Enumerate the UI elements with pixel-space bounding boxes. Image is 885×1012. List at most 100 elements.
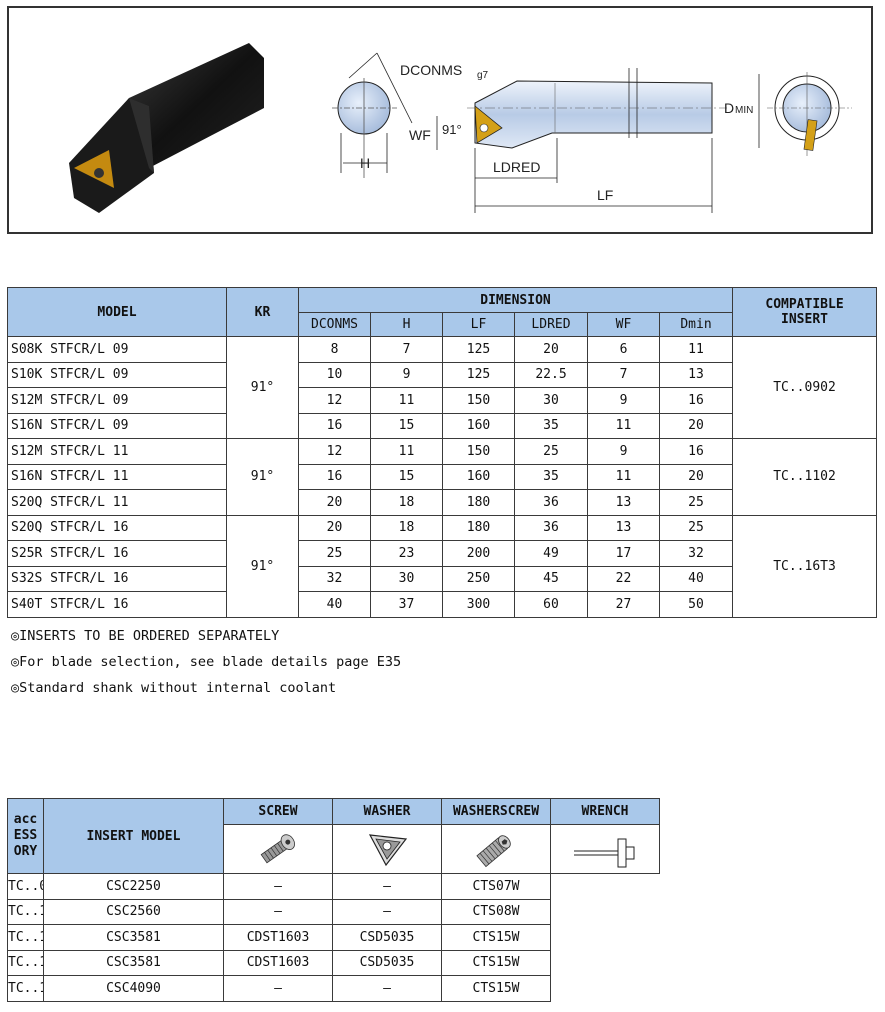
dmin-cell: 32 xyxy=(658,540,734,567)
wf-cell: 11 xyxy=(587,463,660,490)
washer-icon xyxy=(368,834,408,867)
compatible-insert-cell: TC..16T3 xyxy=(732,514,878,618)
kr-cell: 91° xyxy=(226,438,299,516)
label-dmin-sub: MIN xyxy=(735,105,753,116)
note-3: ◎Standard shank without internal coolant xyxy=(11,680,337,696)
insert-cell: TC..0902 xyxy=(7,873,44,900)
header-wrench: WRENCH xyxy=(550,798,660,825)
wf-cell: 6 xyxy=(587,336,660,363)
model-cell: S16N STFCR/L 09 xyxy=(7,412,227,439)
dconms-cell: 16 xyxy=(298,412,371,439)
washer-screw-icon xyxy=(476,835,511,868)
h-cell: 37 xyxy=(370,591,443,618)
dconms-cell: 8 xyxy=(298,336,371,363)
label-wf: WF xyxy=(409,127,431,143)
washer-cell: — xyxy=(223,898,333,925)
header-dimension: DIMENSION xyxy=(297,287,734,313)
wrench-cell: CTS07W xyxy=(441,873,551,900)
header-dconms: DCONMS xyxy=(298,312,371,337)
dmin-cell: 16 xyxy=(658,387,734,414)
model-cell: S40T STFCR/L 16 xyxy=(7,591,227,618)
h-cell: 11 xyxy=(370,438,443,465)
ldred-cell: 60 xyxy=(514,591,588,618)
label-dmin: D xyxy=(724,100,734,116)
header-h: H xyxy=(370,312,443,337)
label-dconms-sub: g7 xyxy=(477,70,489,81)
compatible-insert-cell: TC..1102 xyxy=(732,438,878,516)
ldred-cell: 35 xyxy=(514,412,588,439)
washerscrew-cell: — xyxy=(332,873,442,900)
header-kr: KR xyxy=(226,287,299,337)
h-cell: 7 xyxy=(370,336,443,363)
insert-cell: TC..16T3 xyxy=(7,975,44,1002)
h-cell: 18 xyxy=(370,489,443,516)
wf-cell: 11 xyxy=(587,412,660,439)
ldred-cell: 20 xyxy=(514,336,588,363)
lf-cell: 125 xyxy=(442,336,515,363)
h-cell: 30 xyxy=(370,565,443,592)
wrench-icon-cell xyxy=(550,824,660,874)
ldred-cell: 35 xyxy=(514,463,588,490)
note-2: ◎For blade selection, see blade details … xyxy=(11,654,402,670)
washer-cell: CDST1603 xyxy=(223,949,333,976)
accessory-row: TC..16T3(32dia)CSC3581CDST1603CSD5035CTS… xyxy=(7,924,660,951)
label-ldred: LDRED xyxy=(493,159,540,175)
h-cell: 18 xyxy=(370,514,443,541)
wf-cell: 13 xyxy=(587,489,660,516)
insert-cell: TC..16T3(40dia) xyxy=(7,949,44,976)
h-cell: 11 xyxy=(370,387,443,414)
model-cell: S12M STFCR/L 09 xyxy=(7,387,227,414)
dconms-cell: 25 xyxy=(298,540,371,567)
kr-cell: 91° xyxy=(226,336,299,439)
dmin-cell: 16 xyxy=(658,438,734,465)
lf-cell: 160 xyxy=(442,412,515,439)
wrench-cell: CTS15W xyxy=(441,924,551,951)
compatible-insert-cell: TC..0902 xyxy=(732,336,878,439)
h-cell: 23 xyxy=(370,540,443,567)
ldred-cell: 36 xyxy=(514,514,588,541)
boring-bar-photo xyxy=(69,43,264,213)
header-wf: WF xyxy=(587,312,660,337)
accessory-row: TC..16T3CSC4090——CTS15W xyxy=(7,975,660,1002)
lf-cell: 125 xyxy=(442,361,515,388)
screw-cell: CSC3581 xyxy=(43,949,224,976)
screw-cell: CSC3581 xyxy=(43,924,224,951)
dmin-cell: 25 xyxy=(658,489,734,516)
dconms-cell: 20 xyxy=(298,489,371,516)
label-lf: LF xyxy=(597,187,613,203)
washerscrew-cell: — xyxy=(332,898,442,925)
dconms-cell: 40 xyxy=(298,591,371,618)
wf-cell: 9 xyxy=(587,438,660,465)
h-cell: 9 xyxy=(370,361,443,388)
screw-cell: CSC2560 xyxy=(43,898,224,925)
ldred-cell: 22.5 xyxy=(514,361,588,388)
lf-cell: 250 xyxy=(442,565,515,592)
lf-cell: 160 xyxy=(442,463,515,490)
ldred-cell: 36 xyxy=(514,489,588,516)
dmin-cell: 50 xyxy=(658,591,734,618)
dmin-cell: 20 xyxy=(658,463,734,490)
wrench-cell: CTS15W xyxy=(441,975,551,1002)
wf-cell: 9 xyxy=(587,387,660,414)
lf-cell: 180 xyxy=(442,514,515,541)
header-ldred: LDRED xyxy=(514,312,588,337)
dconms-cell: 12 xyxy=(298,387,371,414)
header-insert: INSERT xyxy=(781,312,828,327)
dconms-cell: 16 xyxy=(298,463,371,490)
label-dconms: DCONMS xyxy=(400,62,462,78)
model-cell: S12M STFCR/L 11 xyxy=(7,438,227,465)
label-h: H xyxy=(360,155,370,171)
screw-cell: CSC4090 xyxy=(43,975,224,1002)
washerscrew-cell: — xyxy=(332,975,442,1002)
insert-cell: TC..16T3(32dia) xyxy=(7,924,44,951)
screw-cell: CSC2250 xyxy=(43,873,224,900)
insert-icon xyxy=(74,150,114,188)
